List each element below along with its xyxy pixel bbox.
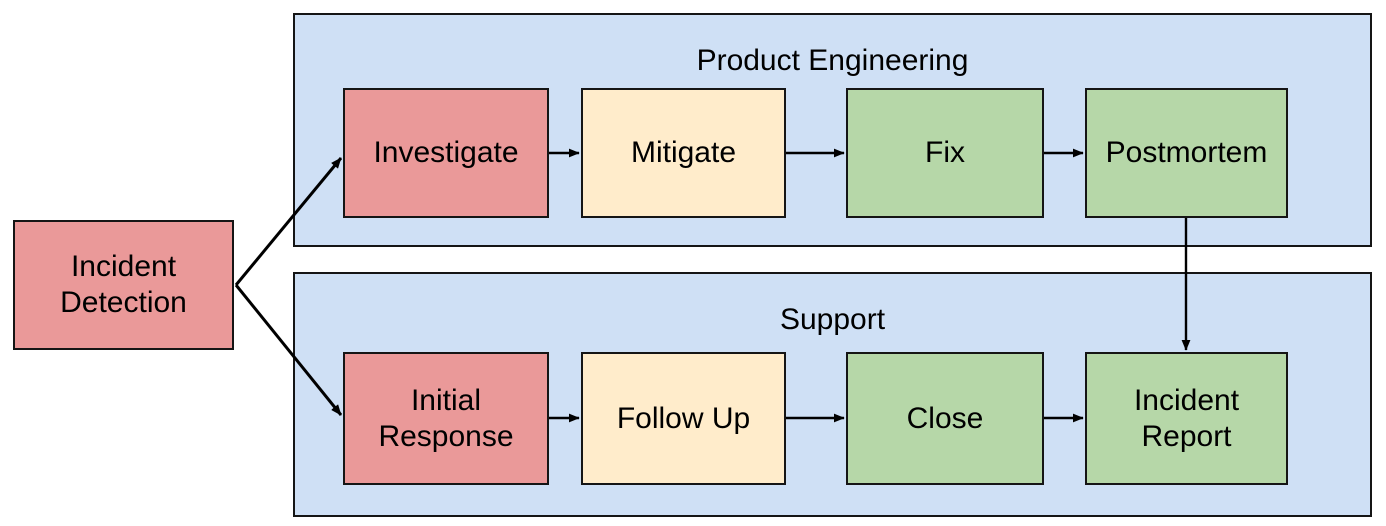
node-incident-report[interactable]: Incident Report — [1085, 352, 1288, 485]
node-close[interactable]: Close — [846, 352, 1044, 485]
node-investigate[interactable]: Investigate — [343, 88, 549, 218]
node-mitigate[interactable]: Mitigate — [581, 88, 786, 218]
node-label-postmortem: Postmortem — [1105, 136, 1268, 169]
node-initial-response[interactable]: Initial Response — [343, 352, 549, 485]
node-postmortem[interactable]: Postmortem — [1085, 88, 1288, 218]
node-label-incident-report: Incident Report — [1133, 383, 1240, 453]
node-label-incident-detection: Incident Detection — [60, 250, 187, 319]
node-label-mitigate: Mitigate — [630, 136, 737, 169]
node-label-fix: Fix — [925, 136, 965, 169]
node-label-follow-up: Follow Up — [616, 401, 751, 435]
swimlane-title-support: Support — [779, 303, 886, 336]
node-label-close: Close — [906, 401, 984, 435]
node-label-initial-response: Initial Response — [378, 383, 514, 453]
node-label-investigate: Investigate — [373, 136, 519, 169]
node-follow-up[interactable]: Follow Up — [581, 352, 786, 485]
node-fix[interactable]: Fix — [846, 88, 1044, 218]
node-incident-detection[interactable]: Incident Detection — [13, 220, 234, 350]
swimlane-title-product-engineering: Product Engineering — [696, 44, 969, 77]
